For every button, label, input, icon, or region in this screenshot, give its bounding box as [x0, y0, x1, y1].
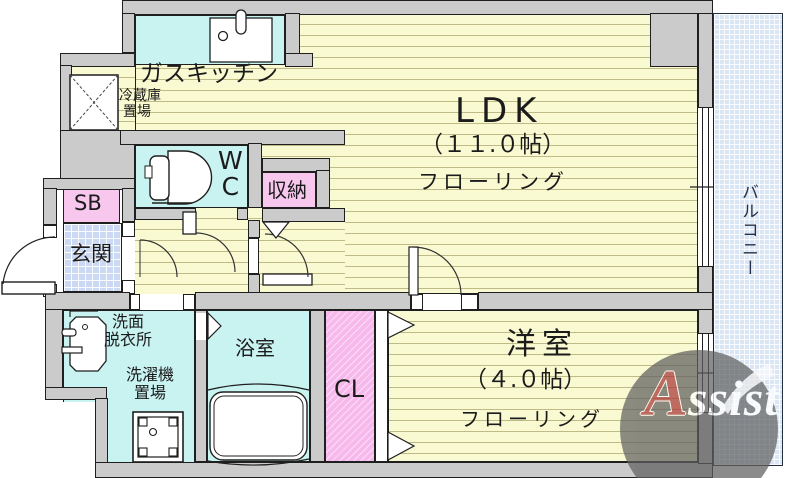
entrance-door-jamb-top — [43, 225, 57, 238]
washroom-door-jamb-left — [130, 294, 140, 310]
laundry-label: 洗濯機 置場 — [126, 366, 174, 402]
wall-kitchen-right-stub — [285, 53, 313, 67]
entrance-label: 玄関 — [70, 242, 112, 266]
laundry-label-line2: 置場 — [134, 382, 167, 402]
wall-wc-right — [248, 143, 262, 208]
wall-under-wc-b — [237, 208, 248, 220]
balcony-label: バルコニー — [738, 183, 759, 278]
western-name: 洋室 — [506, 327, 578, 362]
wc-label-line2: C — [221, 172, 240, 202]
wall-mid-a — [45, 292, 130, 310]
bathroom-label: 浴室 — [235, 336, 275, 360]
laundry-label-line1: 洗濯機 — [126, 365, 175, 384]
wall-hall-left-upper — [122, 188, 135, 222]
storage-label: 収納 — [267, 178, 307, 202]
fridge-label-line1: 冷蔵庫 — [119, 88, 161, 104]
shoebox-label: SB — [74, 191, 102, 215]
wall-wc-top — [120, 130, 345, 145]
closet-area — [325, 310, 375, 462]
wc-label-line1: W — [218, 146, 243, 175]
washroom-label-line2: 脱衣所 — [104, 329, 153, 349]
ldk-floor-label: フローリング — [418, 170, 568, 194]
fridge-label: 冷蔵庫 置場 — [119, 88, 161, 120]
ldk-size: （１１.０帖） — [420, 132, 566, 158]
fridge-label-line2: 置場 — [123, 103, 151, 120]
storage-area — [262, 172, 316, 208]
wall-under-storage — [262, 208, 345, 222]
western-size: （４.０帖） — [464, 367, 587, 393]
kitchen-label: ガスキッチン — [140, 61, 278, 87]
bathroom-door-opening — [196, 313, 206, 340]
vestibule-post-bottom — [248, 274, 260, 294]
wall-right-of-storage — [316, 170, 330, 208]
wall-top-left-block — [122, 13, 135, 53]
wall-left-sb — [43, 188, 57, 225]
western-floor-label: フローリング — [460, 407, 604, 431]
washroom-label-line1: 洗面 — [112, 312, 145, 331]
western-door-jamb-left — [411, 294, 423, 310]
wall-mid-c — [478, 292, 713, 310]
wall-left-lower — [95, 398, 108, 464]
vestibule-door-leaf — [248, 238, 259, 274]
wall-washroom-bathroom — [195, 310, 207, 462]
wall-step-lower-left — [45, 387, 107, 400]
wall-above-sb — [43, 178, 135, 190]
entrance-tile — [63, 223, 122, 292]
wall-bathroom-closet — [310, 310, 325, 462]
closet-label: CL — [334, 375, 365, 403]
kitchen-counter — [135, 15, 285, 65]
wall-under-wc-a — [135, 208, 196, 220]
closet-front-track — [375, 310, 388, 462]
bathroom-area — [207, 310, 310, 462]
assist-watermark: Assist — [620, 350, 778, 478]
ldk-name: LDK — [455, 91, 544, 131]
western-door-jamb-right — [461, 294, 478, 310]
wall-mid-b — [195, 292, 411, 310]
hall-door-jamb-top — [122, 222, 135, 237]
western-door-opening — [423, 294, 461, 310]
watermark-rest: ssist — [688, 370, 780, 426]
washroom-area-lower — [108, 400, 195, 462]
washroom-label: 洗面 脱衣所 — [104, 313, 152, 349]
watermark-text: Assist — [644, 356, 779, 432]
wc-label: W C — [218, 146, 243, 202]
ldk-balcony-window — [697, 107, 714, 267]
wall-top — [122, 0, 713, 15]
wall-above-storage — [262, 158, 330, 172]
washroom-door-jamb-right — [183, 294, 195, 310]
washroom-door-opening — [140, 294, 183, 310]
vestibule-post-top — [248, 220, 260, 238]
wall-step-upper-left — [60, 53, 135, 67]
watermark-letter-a: A — [644, 357, 689, 430]
wall-top-right-block — [650, 13, 698, 67]
